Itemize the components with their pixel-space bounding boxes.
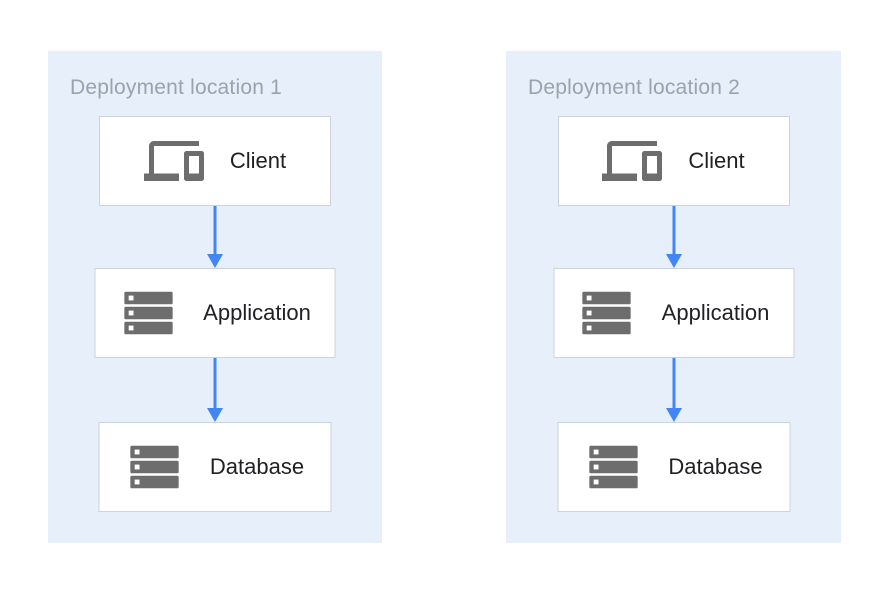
node-label: Client (229, 148, 287, 173)
arrow-head (207, 254, 223, 268)
arrow-line (213, 206, 217, 256)
node-database: Database (98, 422, 332, 512)
panel-deployment-location-1: Deployment location 1 Client (48, 51, 382, 543)
node-label: Application (203, 300, 311, 325)
arrow-head (665, 408, 682, 422)
node-label: Client (688, 148, 745, 173)
arrow-application-to-database (665, 358, 682, 422)
server-stack-icon (126, 438, 184, 496)
devices-icon (602, 131, 663, 191)
arrow-application-to-database (207, 358, 223, 422)
server-stack-icon (584, 438, 642, 496)
arrow-line (672, 206, 675, 256)
arrow-client-to-application (665, 206, 682, 268)
arrow-head (207, 408, 223, 422)
arrow-client-to-application (207, 206, 223, 268)
panel-title: Deployment location 2 (528, 76, 740, 99)
server-stack-icon (119, 284, 177, 342)
server-stack-icon (578, 284, 636, 342)
panel-deployment-location-2: Deployment location 2 Client (506, 51, 841, 543)
node-label: Database (668, 454, 763, 479)
node-application: Application (94, 268, 336, 358)
node-label: Application (661, 300, 770, 325)
node-database: Database (557, 422, 790, 512)
devices-icon (143, 131, 204, 191)
panel-title: Deployment location 1 (70, 76, 282, 99)
arrow-line (213, 358, 217, 410)
arrow-head (665, 254, 682, 268)
node-client: Client (99, 116, 331, 206)
node-application: Application (553, 268, 794, 358)
node-client: Client (557, 116, 790, 206)
arrow-line (672, 358, 675, 410)
node-label: Database (209, 454, 305, 479)
